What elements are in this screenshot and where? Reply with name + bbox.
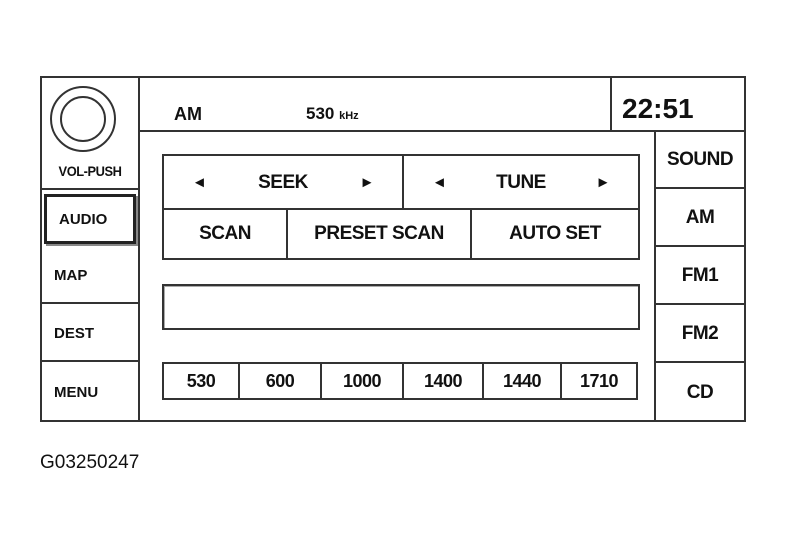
cd-button[interactable]: CD (686, 381, 714, 403)
preset-button[interactable]: 1400 (404, 364, 484, 398)
frequency-readout: 530 kHz (306, 104, 359, 124)
map-button[interactable]: MAP (42, 248, 138, 304)
volume-knob-label: VOL-PUSH (58, 163, 122, 179)
seek-control: ◄ SEEK ► (164, 156, 404, 209)
preset-button[interactable]: 530 (164, 364, 240, 398)
fm1-button[interactable]: FM1 (656, 248, 744, 305)
preset-button[interactable]: 600 (240, 364, 322, 398)
volume-knob-area: VOL-PUSH (42, 78, 138, 190)
seek-prev-icon[interactable]: ◄ (192, 174, 207, 191)
dest-button[interactable]: DEST (42, 306, 138, 362)
status-bar: AM 530 kHz 22:51 (140, 78, 744, 132)
preset-scan-button[interactable]: PRESET SCAN (288, 210, 472, 258)
clock: 22:51 (622, 93, 694, 124)
seek-next-icon[interactable]: ► (359, 174, 375, 191)
left-column: VOL-PUSH AUDIO MAP DEST MENU (42, 78, 140, 420)
preset-row: 530 600 1000 1400 1440 1710 (162, 362, 638, 400)
figure-caption: G03250247 (40, 452, 140, 473)
sound-button[interactable]: SOUND (656, 132, 744, 189)
tune-control: ◄ TUNE ► (404, 156, 638, 209)
clock-divider (610, 78, 612, 130)
info-display (162, 284, 640, 330)
right-column: SOUND AM FM1 FM2 CD (654, 132, 744, 420)
volume-knob-inner (60, 96, 106, 142)
scan-row: SCAN PRESET SCAN AUTO SET (162, 208, 640, 260)
preset-button[interactable]: 1440 (484, 364, 562, 398)
audio-button[interactable]: AUDIO (44, 194, 136, 244)
preset-button[interactable]: 1710 (579, 370, 619, 391)
radio-panel: VOL-PUSH AUDIO MAP DEST MENU AM 530 kHz … (40, 76, 746, 422)
preset-button[interactable]: 1000 (322, 364, 404, 398)
seek-label: SEEK (258, 171, 308, 193)
auto-set-button[interactable]: AUTO SET (509, 223, 601, 244)
tune-next-icon[interactable]: ► (595, 174, 611, 191)
am-button[interactable]: AM (656, 190, 744, 247)
fm2-button[interactable]: FM2 (656, 306, 744, 363)
volume-knob[interactable] (50, 86, 116, 152)
frequency-unit: kHz (339, 110, 359, 122)
frequency-value: 530 (306, 104, 335, 123)
scan-button[interactable]: SCAN (164, 210, 288, 258)
seek-tune-row: ◄ SEEK ► ◄ TUNE ► (162, 154, 640, 210)
tune-prev-icon[interactable]: ◄ (432, 174, 447, 191)
tune-label: TUNE (496, 171, 546, 193)
band-indicator: AM (174, 104, 202, 124)
menu-button[interactable]: MENU (54, 383, 99, 401)
